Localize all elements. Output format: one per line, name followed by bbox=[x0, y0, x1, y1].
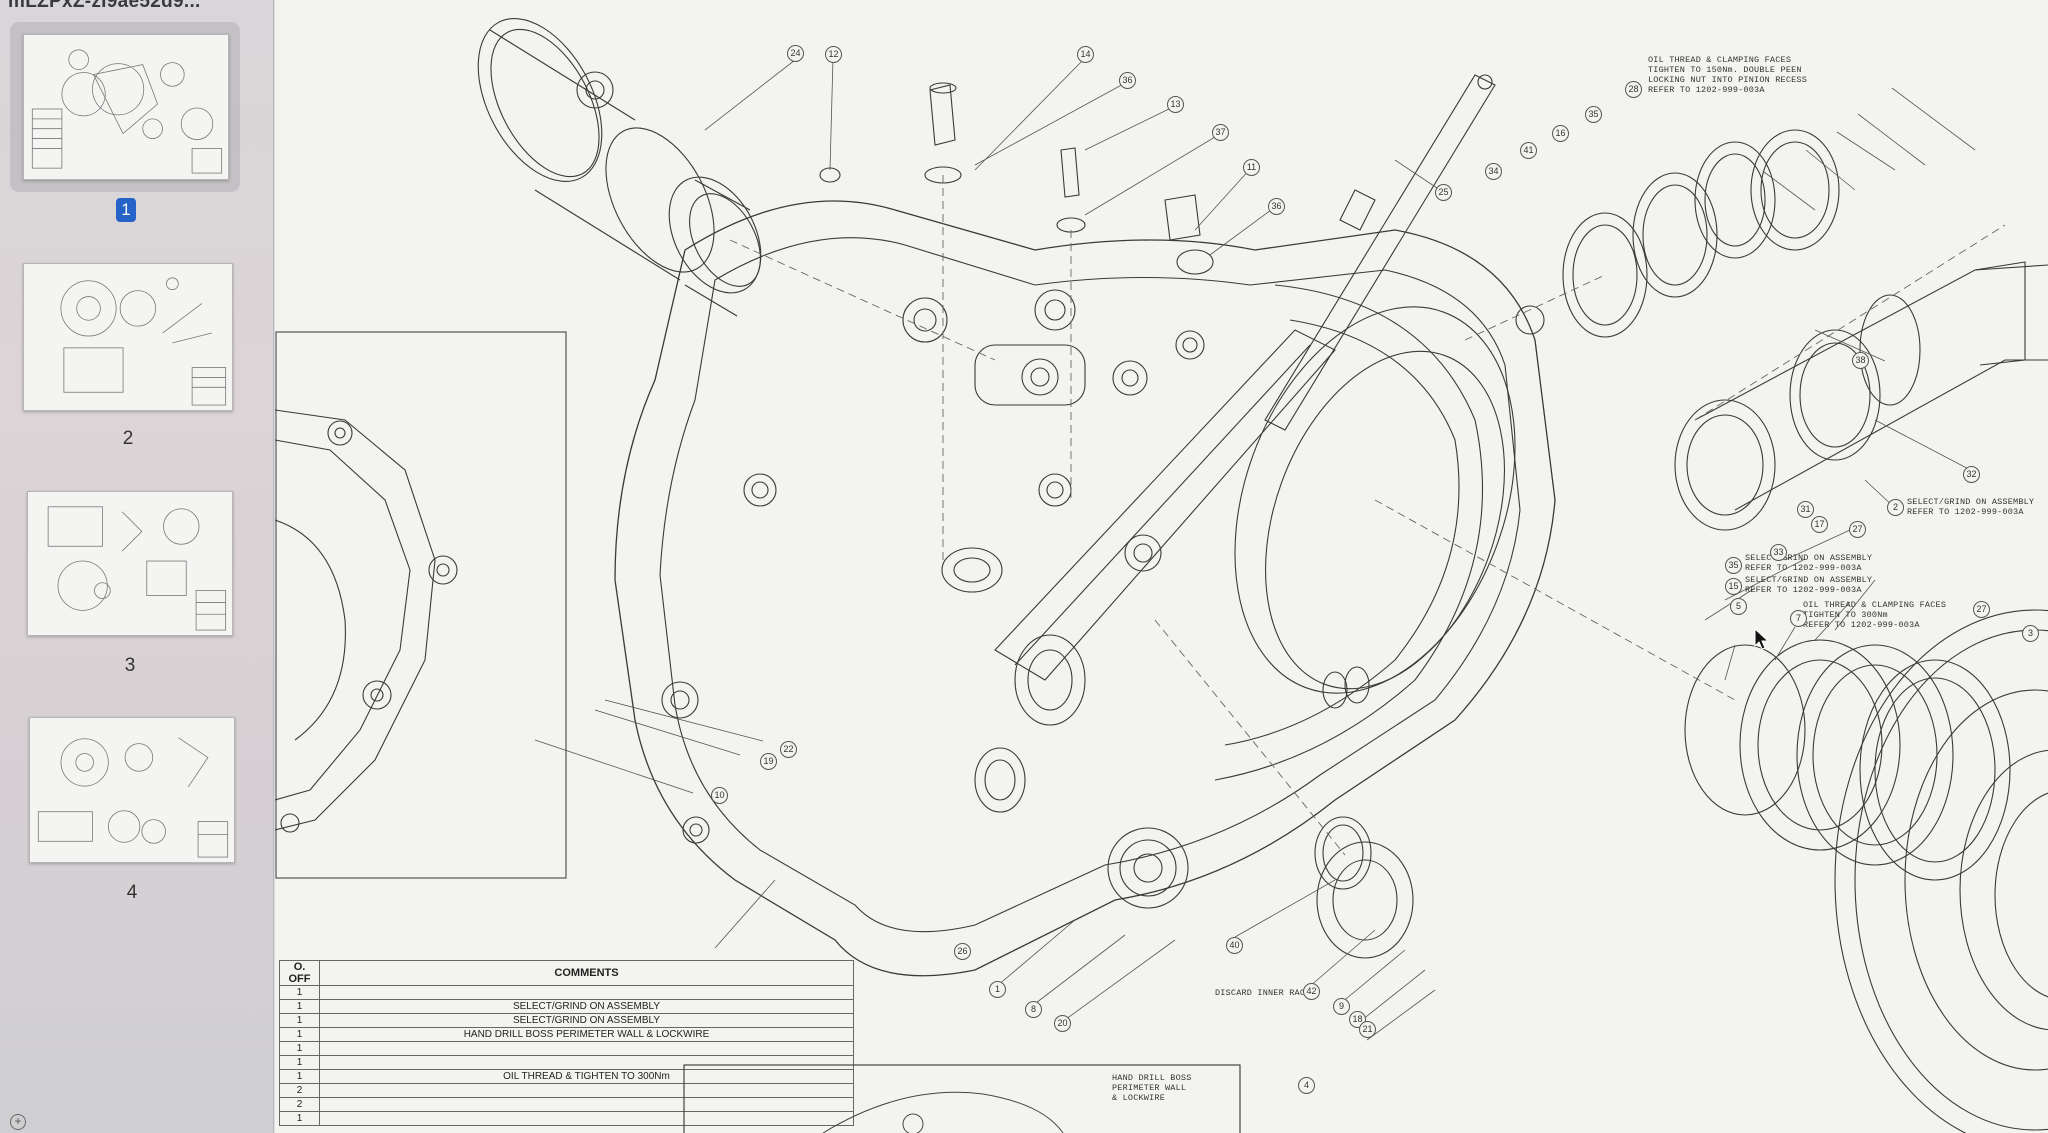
mouse-cursor-icon bbox=[1754, 628, 1770, 650]
comment-cell: SELECT/GRIND ON ASSEMBLY bbox=[319, 999, 854, 1014]
callout-balloon: 14 bbox=[1077, 46, 1094, 63]
comment-cell bbox=[319, 1041, 854, 1056]
callout-balloon: 28 bbox=[1625, 81, 1642, 98]
callout-balloon: 12 bbox=[825, 46, 842, 63]
callout-balloon: 22 bbox=[780, 741, 797, 758]
page-thumbnail-image bbox=[29, 717, 235, 863]
callout-balloon: 8 bbox=[1025, 1001, 1042, 1018]
page-number-1: 1 bbox=[116, 198, 136, 222]
callout-balloon: 34 bbox=[1485, 163, 1502, 180]
sub-view-frame bbox=[683, 1064, 1241, 1133]
callout-balloon: 21 bbox=[1359, 1021, 1376, 1038]
qty-cell: 1 bbox=[279, 1013, 320, 1028]
page-thumbnail-image bbox=[23, 263, 233, 411]
qty-cell: 1 bbox=[279, 1027, 320, 1042]
table-row: 1 bbox=[279, 1111, 854, 1126]
callout-balloon: 16 bbox=[1552, 125, 1569, 142]
note-discard-inner-race: DISCARD INNER RACE bbox=[1215, 988, 1311, 998]
callout-balloon: 10 bbox=[711, 787, 728, 804]
page-thumbnail-sidebar: mLZPxZ-zI9ae52d9... 1 bbox=[0, 0, 274, 1133]
exploded-view-drawing bbox=[275, 18, 2048, 1133]
note-oil-thread-150: OIL THREAD & CLAMPING FACES TIGHTEN TO 1… bbox=[1648, 55, 1808, 95]
page-thumbnail-image bbox=[23, 34, 229, 180]
callout-balloon: 5 bbox=[1730, 598, 1747, 615]
qty-cell: 2 bbox=[279, 1097, 320, 1112]
callout-balloon: 36 bbox=[1119, 72, 1136, 89]
callout-balloon: 20 bbox=[1054, 1015, 1071, 1032]
add-page-icon[interactable]: + bbox=[10, 1114, 26, 1130]
thumbnail-drawing bbox=[31, 49, 223, 174]
document-canvas[interactable]: OIL THREAD & CLAMPING FACES TIGHTEN TO 1… bbox=[275, 0, 2048, 1133]
note-hand-drill-boss: HAND DRILL BOSS PERIMETER WALL & LOCKWIR… bbox=[1112, 1073, 1192, 1103]
qty-cell: 1 bbox=[279, 1111, 320, 1126]
table-row: 1 bbox=[279, 985, 854, 1000]
callout-balloon: 36 bbox=[1268, 198, 1285, 215]
qty-cell: 1 bbox=[279, 1055, 320, 1070]
callout-balloon: 24 bbox=[787, 45, 804, 62]
comment-cell bbox=[319, 1111, 854, 1126]
callout-balloon: 2 bbox=[1887, 499, 1904, 516]
page-thumbnail-2[interactable] bbox=[23, 263, 233, 411]
qty-cell: 1 bbox=[279, 985, 320, 1000]
page-thumbnail-4[interactable] bbox=[29, 717, 235, 863]
qty-cell: 1 bbox=[279, 999, 320, 1014]
callout-balloon: 13 bbox=[1167, 96, 1184, 113]
callout-balloon: 1 bbox=[989, 981, 1006, 998]
column-header-qty: O. OFF bbox=[279, 960, 320, 986]
callout-balloon: 32 bbox=[1963, 466, 1980, 483]
callout-balloon: 26 bbox=[954, 943, 971, 960]
note-oil-thread-300: OIL THREAD & CLAMPING FACES TIGHTEN TO 3… bbox=[1803, 600, 1947, 630]
page-number-3: 3 bbox=[124, 655, 136, 676]
callout-balloon: 35 bbox=[1725, 557, 1742, 574]
page-number-4: 4 bbox=[126, 882, 138, 903]
thumbnail-drawing bbox=[60, 277, 227, 406]
callout-balloon: 3 bbox=[2022, 625, 2039, 642]
qty-cell: 1 bbox=[279, 1041, 320, 1056]
callout-balloon: 25 bbox=[1435, 184, 1452, 201]
callout-balloon: 40 bbox=[1226, 937, 1243, 954]
comment-cell: SELECT/GRIND ON ASSEMBLY bbox=[319, 1013, 854, 1028]
qty-cell: 2 bbox=[279, 1083, 320, 1098]
thumbnail-drawing bbox=[37, 737, 229, 858]
comment-cell: HAND DRILL BOSS PERIMETER WALL & LOCKWIR… bbox=[319, 1027, 854, 1042]
callout-balloon: 9 bbox=[1333, 998, 1350, 1015]
callout-balloon: 19 bbox=[760, 753, 777, 770]
callout-balloon: 33 bbox=[1770, 544, 1787, 561]
callout-balloon: 27 bbox=[1973, 601, 1990, 618]
callout-balloon: 35 bbox=[1585, 106, 1602, 123]
thumbnail-drawing bbox=[47, 506, 227, 631]
callout-balloon: 41 bbox=[1520, 142, 1537, 159]
callout-balloon: 4 bbox=[1298, 1077, 1315, 1094]
note-select-grind-15: SELECT/GRIND ON ASSEMBLY REFER TO 1202-9… bbox=[1745, 575, 1873, 595]
callout-balloon: 15 bbox=[1725, 578, 1742, 595]
page-number-2: 2 bbox=[122, 428, 134, 449]
callout-balloon: 38 bbox=[1852, 352, 1869, 369]
callout-balloon: 11 bbox=[1243, 159, 1260, 176]
callout-balloon: 37 bbox=[1212, 124, 1229, 141]
comment-cell bbox=[319, 985, 854, 1000]
qty-cell: 1 bbox=[279, 1069, 320, 1084]
table-header-row: O. OFF COMMENTS bbox=[279, 960, 854, 986]
column-header-comments: COMMENTS bbox=[319, 960, 854, 986]
table-row: 1 bbox=[279, 1041, 854, 1056]
callout-balloon: 17 bbox=[1811, 516, 1828, 533]
note-select-grind-35: SELECT/GRIND ON ASSEMBLY REFER TO 1202-9… bbox=[1745, 553, 1873, 573]
callout-balloon: 27 bbox=[1849, 521, 1866, 538]
callout-balloon: 7 bbox=[1790, 610, 1807, 627]
page-thumbnail-image bbox=[27, 491, 233, 636]
callout-balloon: 31 bbox=[1797, 501, 1814, 518]
document-title: mLZPxZ-zI9ae52d9... bbox=[8, 0, 201, 12]
page-thumbnail-3[interactable] bbox=[27, 491, 233, 636]
page-thumbnail-1[interactable] bbox=[10, 22, 240, 192]
callout-balloon: 42 bbox=[1303, 983, 1320, 1000]
note-select-grind-2: SELECT/GRIND ON ASSEMBLY REFER TO 1202-9… bbox=[1907, 497, 2035, 517]
